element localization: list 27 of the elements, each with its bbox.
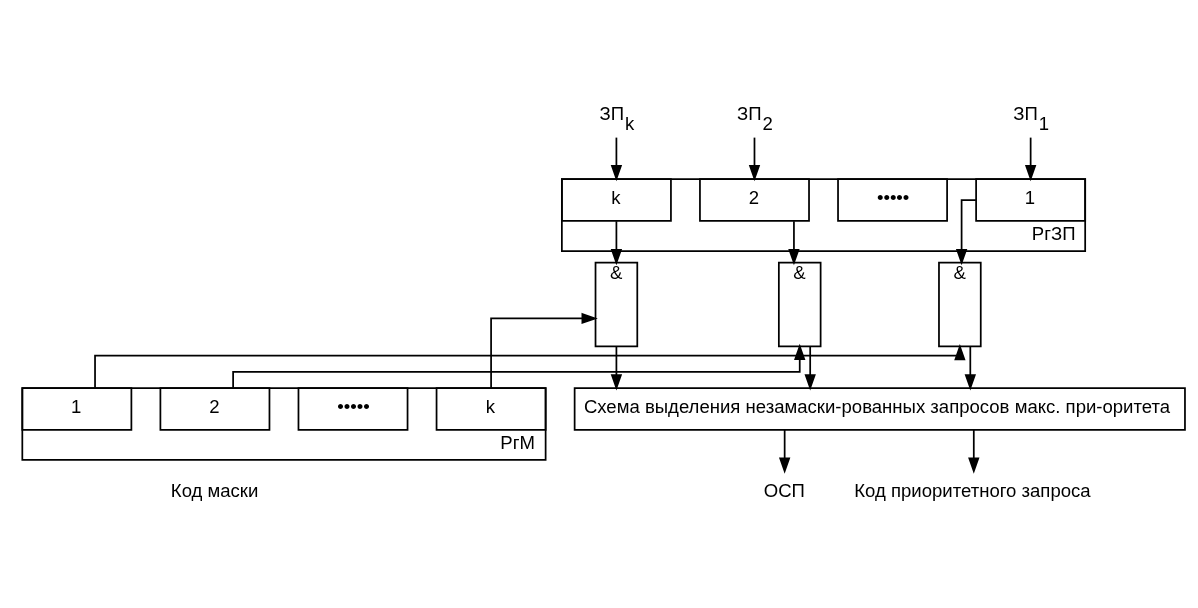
node-box: 2 (699, 177, 810, 222)
node-box: & (778, 261, 822, 347)
arrow (610, 345, 623, 391)
arrow (964, 345, 976, 391)
arrow (1024, 136, 1037, 181)
arrow (748, 136, 761, 181)
node-box: 1 (21, 386, 133, 431)
arrow (610, 219, 623, 265)
node-text: ОСП (763, 479, 805, 501)
arrow (490, 312, 598, 389)
arrow (94, 343, 966, 389)
node-box: k (435, 386, 547, 431)
node-box: ••••• (837, 177, 948, 222)
arrow (788, 219, 800, 265)
node-box: 2 (159, 386, 271, 431)
node-box: Схема выделения незамаски-рованных запросов макс. при-оритета (573, 386, 1186, 431)
node-box: ••••• (297, 386, 409, 431)
node-box: 1 (975, 177, 1087, 222)
node-box: & (938, 261, 982, 347)
node-text: Код приоритетного запроса (854, 479, 1091, 501)
arrow (610, 136, 623, 181)
arrow (968, 428, 980, 474)
node-box: & (594, 261, 639, 347)
label: Код маски (170, 479, 259, 501)
node-box: k (561, 177, 672, 222)
arrow (778, 428, 791, 474)
arrow (804, 345, 816, 391)
